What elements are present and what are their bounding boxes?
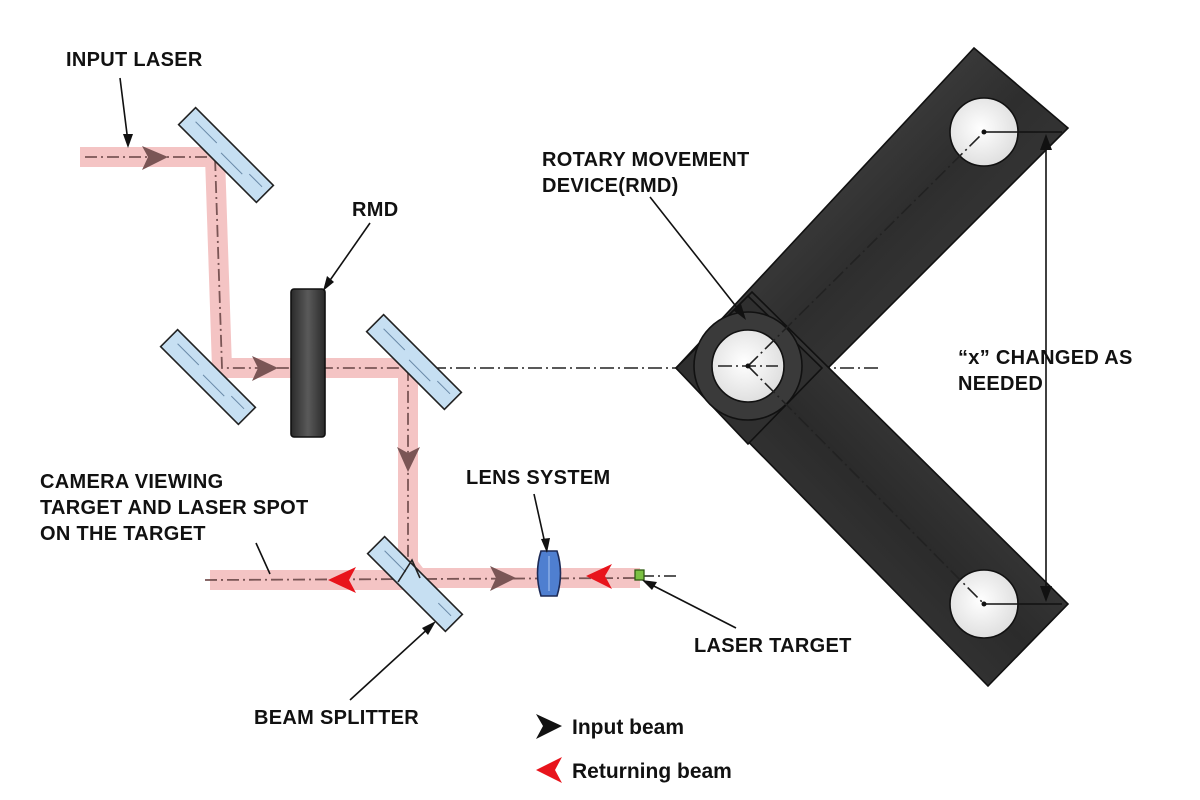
mirror-top [177, 106, 275, 204]
input-beam-line [85, 156, 409, 575]
arrow-return-2 [586, 564, 612, 589]
label-laser-target: LASER TARGET [694, 635, 852, 657]
label-x-line1: “x” CHANGED AS [958, 347, 1133, 369]
upper-arm-axis [747, 131, 985, 367]
label-camera-line2: TARGET AND LASER SPOT [40, 497, 309, 519]
legend-input-beam: Input beam [572, 716, 684, 739]
mirror-mid-right [365, 313, 463, 411]
label-rotary-line2: DEVICE(RMD) [542, 175, 679, 197]
label-input-laser: INPUT LASER [66, 49, 203, 71]
mirror-mid-left [159, 328, 257, 426]
arrow-input-4 [490, 566, 516, 591]
returning-beam-line [204, 577, 641, 581]
legend-input-arrow [536, 714, 562, 739]
label-x-line2: NEEDED [958, 373, 1043, 395]
rmd-block [290, 288, 326, 438]
arrow-return-1 [328, 567, 356, 593]
legend-returning-arrow [536, 757, 562, 783]
leader-laser-target [645, 581, 737, 629]
lens [536, 550, 562, 597]
leader-rmd [325, 222, 371, 287]
lower-arm-axis [747, 365, 985, 605]
returning-beam-arrows [328, 564, 612, 593]
beam-splitter-reflection [397, 558, 421, 583]
label-camera-line1: CAMERA VIEWING [40, 471, 223, 493]
laser-target [634, 569, 645, 581]
leader-beam-splitter [349, 624, 433, 701]
label-camera-line3: ON THE TARGET [40, 523, 206, 545]
leader-input-laser [119, 77, 129, 143]
legend: Input beam Returning beam [536, 714, 732, 783]
dimension-x [984, 131, 1062, 605]
label-beam-splitter: BEAM SPLITTER [254, 707, 419, 729]
beam-splitter [366, 535, 464, 633]
input-beam-arrows [142, 146, 516, 591]
arrow-input-1 [142, 146, 168, 170]
label-rotary-line1: ROTARY MOVEMENT [542, 149, 749, 171]
leader-camera [255, 542, 271, 575]
label-rmd: RMD [352, 199, 398, 221]
leader-lines [119, 77, 746, 701]
arrow-input-3 [397, 447, 420, 472]
leader-rotary [649, 196, 743, 315]
v-arm-device [674, 46, 1070, 688]
arrow-input-2 [252, 356, 278, 381]
legend-returning-beam: Returning beam [572, 760, 732, 783]
label-lens-system: LENS SYSTEM [466, 467, 610, 489]
